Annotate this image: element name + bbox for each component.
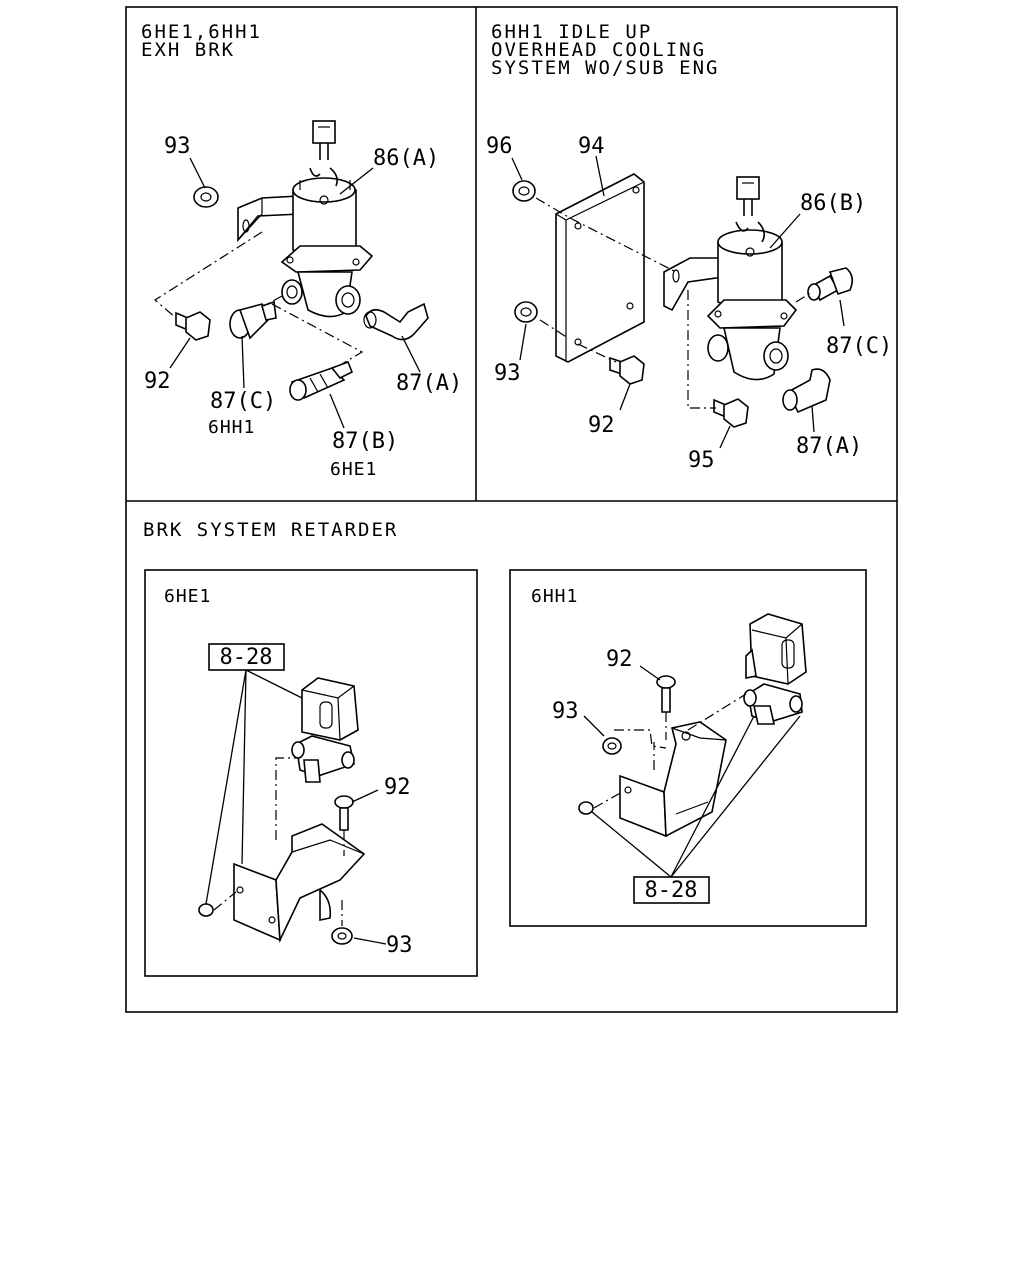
idle-up-title-line3: SYSTEM WO/SUB ENG bbox=[491, 57, 719, 79]
label-93: 93 bbox=[164, 134, 191, 159]
retarder-6hh1-box bbox=[509, 569, 867, 927]
panel-retarder: BRK SYSTEM RETARDER 6HE1 8-28 bbox=[143, 519, 807, 958]
diagram-frame bbox=[125, 6, 898, 1013]
elbow-87a bbox=[363, 302, 429, 341]
bolt-95 bbox=[713, 398, 749, 428]
retarder-label-92-left: 92 bbox=[384, 775, 411, 800]
retarder-bracket-left bbox=[233, 823, 366, 944]
label-92: 92 bbox=[144, 369, 171, 394]
plate-94 bbox=[555, 173, 645, 363]
exh-brk-title-line1: 6HE1,6HH1 bbox=[141, 21, 262, 43]
label-87b: 87(B) bbox=[332, 429, 398, 454]
retarder-nut-93-right bbox=[602, 737, 622, 755]
retarder-label-93-left: 93 bbox=[386, 933, 413, 958]
retarder-bracket-right bbox=[619, 721, 727, 838]
solenoid-valve-86b bbox=[706, 176, 798, 381]
retarder-label-93-right: 93 bbox=[552, 699, 579, 724]
label-87a-idle: 87(A) bbox=[796, 434, 862, 459]
retarder-6hh1-title: 6HH1 bbox=[531, 586, 578, 607]
retarder-small-nut-left bbox=[198, 903, 214, 917]
nut-93-idle bbox=[514, 301, 538, 323]
label-94: 94 bbox=[578, 134, 605, 159]
label-87c-idle: 87(C) bbox=[826, 334, 892, 359]
label-87a: 87(A) bbox=[396, 371, 462, 396]
retarder-bolt-92-right bbox=[656, 675, 676, 713]
label-92-idle: 92 bbox=[588, 413, 615, 438]
retarder-small-nut-right bbox=[578, 801, 594, 815]
retarder-title: BRK SYSTEM RETARDER bbox=[143, 519, 398, 541]
bolt-92 bbox=[175, 311, 211, 341]
retarder-6he1-title: 6HE1 bbox=[164, 586, 211, 607]
label-87c-note: 6HH1 bbox=[208, 417, 255, 438]
bracket-idle bbox=[663, 257, 731, 312]
retarder-6he1-box bbox=[144, 569, 478, 977]
solenoid-valve-86a bbox=[280, 120, 374, 318]
ref-8-28-right: 8-28 bbox=[645, 878, 698, 903]
fitting-87b bbox=[289, 360, 354, 401]
label-93-idle: 93 bbox=[494, 361, 521, 386]
retarder-solenoid-right bbox=[743, 613, 807, 725]
label-87c: 87(C) bbox=[210, 389, 276, 414]
bracket bbox=[237, 195, 301, 243]
label-95: 95 bbox=[688, 448, 715, 473]
label-86b: 86(B) bbox=[800, 191, 866, 216]
label-87b-note: 6HE1 bbox=[330, 459, 377, 480]
idle-up-title-line1: 6HH1 IDLE UP bbox=[491, 21, 652, 43]
ref-8-28-left: 8-28 bbox=[220, 645, 273, 670]
retarder-label-92-right: 92 bbox=[606, 647, 633, 672]
retarder-6hh1: 6HH1 8-28 bbox=[531, 586, 807, 904]
panel-idle-up: 6HH1 IDLE UP OVERHEAD COOLING SYSTEM WO/… bbox=[486, 21, 892, 473]
panel-exh-brk: 6HE1,6HH1 EXH BRK bbox=[141, 21, 462, 480]
retarder-nut-93-left bbox=[331, 927, 353, 945]
fitting-87c bbox=[229, 300, 277, 340]
label-96: 96 bbox=[486, 134, 513, 159]
nut-93 bbox=[193, 186, 219, 208]
bolt-92-idle bbox=[609, 355, 645, 385]
retarder-bolt-92-left bbox=[334, 795, 354, 831]
retarder-6he1: 6HE1 8-28 bbox=[164, 586, 413, 958]
label-86a: 86(A) bbox=[373, 146, 439, 171]
nut-96 bbox=[512, 180, 536, 202]
idle-up-title-line2: OVERHEAD COOLING bbox=[491, 39, 706, 61]
exh-brk-title-line2: EXH BRK bbox=[141, 39, 235, 61]
fitting-87c-idle bbox=[807, 267, 854, 302]
retarder-solenoid-left bbox=[291, 677, 359, 783]
elbow-87a-idle bbox=[782, 368, 831, 414]
